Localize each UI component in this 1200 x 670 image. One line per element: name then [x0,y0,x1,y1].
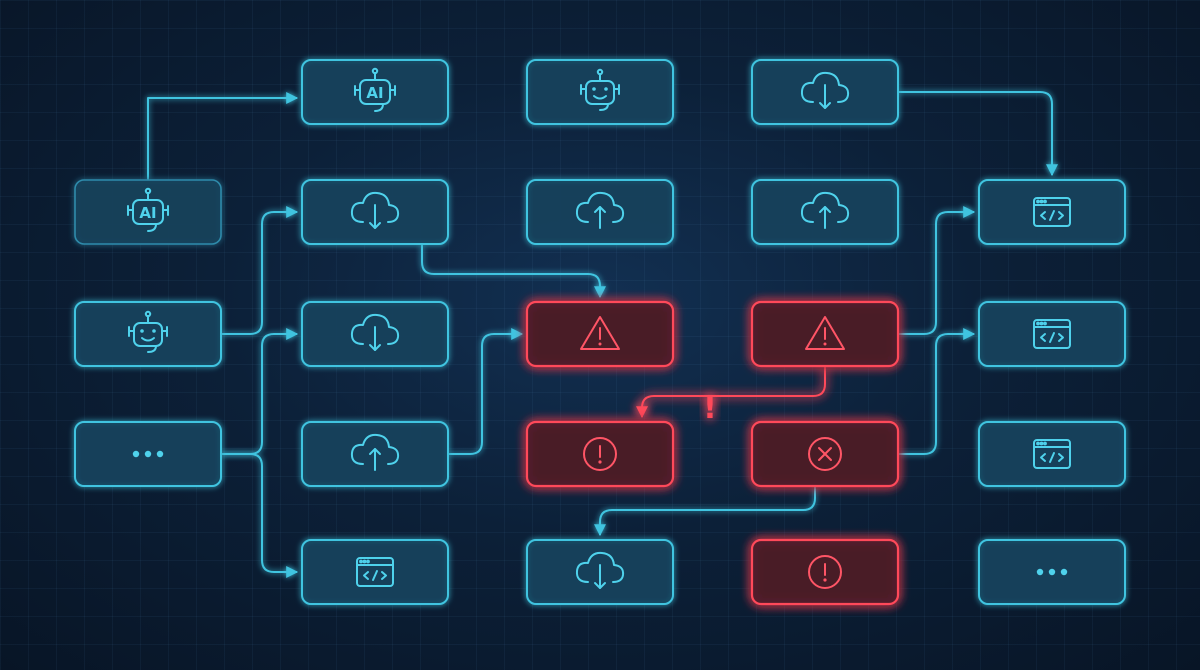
node-ai-top[interactable]: AI [301,59,449,125]
edge-error-21 [636,366,826,419]
code-window-icon [1033,197,1071,227]
ai-chip-label: AI [139,204,156,222]
code-window-icon [356,557,394,587]
edge-24 [594,486,816,537]
node-code-r3[interactable] [978,301,1126,367]
node-warn-c4[interactable] [750,300,900,368]
cloud-download-icon [350,191,400,229]
edge-26 [898,328,976,455]
edge-4 [221,328,299,455]
node-ai-left[interactable]: AI [74,179,222,245]
node-more-right[interactable] [978,539,1126,605]
node-code-r4[interactable] [978,421,1126,487]
alert-circle-icon [808,555,842,589]
node-dl-top[interactable] [751,59,899,125]
node-x-c4[interactable] [750,420,900,488]
cloud-upload-icon [350,433,400,471]
node-up-c4r2[interactable] [751,179,899,245]
robot-face-icon [580,68,620,111]
node-dl-c2r3[interactable] [301,301,449,367]
cloud-download-icon [350,313,400,351]
alert-circle-icon [583,437,617,471]
cloud-upload-icon [800,191,850,229]
edge-5 [221,453,299,578]
code-window-icon [1033,319,1071,349]
ellipsis-icon [132,450,164,458]
edge-17 [421,244,606,299]
warning-triangle-icon [580,316,620,350]
node-dl-c3r5[interactable] [526,539,674,605]
node-alert-c3[interactable] [525,420,675,488]
ai-chip-label: AI [366,84,383,102]
code-window-icon [1033,439,1071,469]
edge-18 [448,328,524,455]
cloud-upload-icon [575,191,625,229]
ai-chip-icon: AI [127,187,169,232]
edge-0 [147,92,299,180]
ai-chip-icon: AI [354,67,396,112]
warning-triangle-icon [805,316,845,350]
floating-alert-mark: ! [703,391,717,426]
node-dl-c2r2[interactable] [301,179,449,245]
ellipsis-icon [1036,568,1068,576]
x-circle-icon [808,437,842,471]
edge-8 [898,91,1058,177]
robot-face-icon [128,310,168,353]
cloud-download-icon [800,71,850,109]
node-code-r2[interactable] [978,179,1126,245]
edge-3 [221,206,299,335]
node-code-c2r5[interactable] [301,539,449,605]
edge-25 [898,206,976,335]
node-bot-top[interactable] [526,59,674,125]
node-bot-left[interactable] [74,301,222,367]
node-up-c3r2[interactable] [526,179,674,245]
node-warn-c3[interactable] [525,300,675,368]
node-alert-c4r5[interactable] [750,538,900,606]
node-more-left[interactable] [74,421,222,487]
cloud-download-icon [575,551,625,589]
nodes: AI AI [74,59,1126,606]
node-up-c2r4[interactable] [301,421,449,487]
edges [142,86,1058,578]
